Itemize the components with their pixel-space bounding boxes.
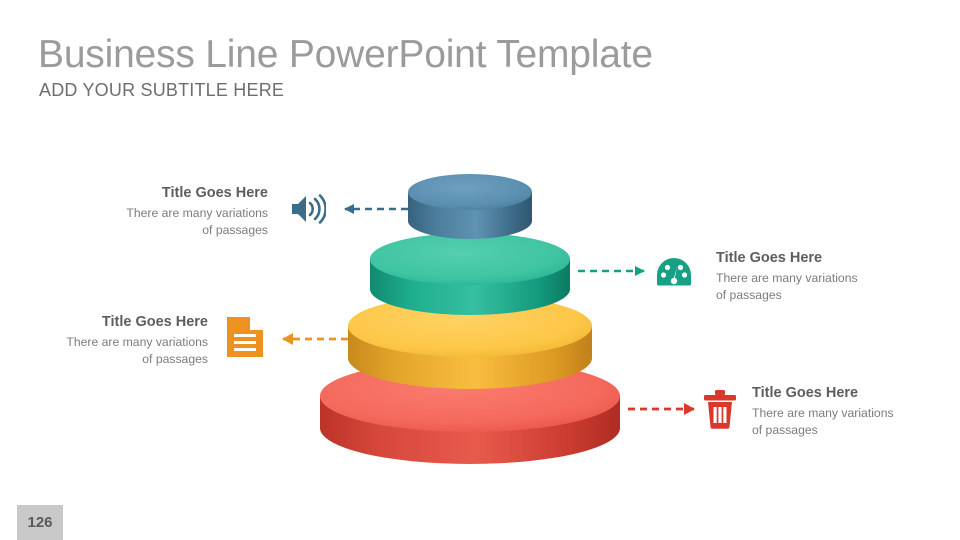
- callout-3[interactable]: Title Goes Here There are many variation…: [0, 313, 208, 369]
- callout-1-body-line1: There are many variations: [126, 206, 268, 221]
- page-number-badge: 126: [17, 505, 63, 540]
- callout-2-body: There are many variations of passages: [716, 270, 936, 305]
- callout-3-body-line2: of passages: [142, 352, 208, 367]
- cylinder-layer-green: [370, 233, 570, 315]
- callout-4-body-line1: There are many variations: [752, 406, 894, 421]
- connector-arrow-blue: [344, 204, 408, 214]
- callout-2-body-line1: There are many variations: [716, 271, 858, 286]
- callout-4-title: Title Goes Here: [752, 385, 859, 401]
- callout-3-title: Title Goes Here: [101, 314, 208, 330]
- cylinder-layer-blue: [408, 174, 532, 239]
- callout-3-body: There are many variations of passages: [0, 334, 208, 369]
- page-subtitle: ADD YOUR SUBTITLE HERE: [39, 80, 285, 100]
- callout-4-body: There are many variations of passages: [752, 405, 960, 440]
- connector-arrow-red: [628, 403, 695, 415]
- connector-arrow-orange: [282, 333, 348, 345]
- callout-3-body-line1: There are many variations: [66, 335, 208, 350]
- callout-1[interactable]: Title Goes Here There are many variation…: [60, 184, 268, 240]
- page-title: Business Line PowerPoint Template: [38, 33, 653, 76]
- document-icon[interactable]: [225, 315, 265, 359]
- page-number-text: 126: [27, 514, 53, 531]
- callout-1-body: There are many variations of passages: [60, 205, 268, 240]
- gauge-icon[interactable]: [654, 254, 694, 290]
- callout-2-body-line2: of passages: [716, 288, 782, 303]
- speaker-icon[interactable]: [288, 192, 326, 226]
- cylinder-layer-yellow: [348, 295, 592, 389]
- cylinder-layer-red: [320, 360, 620, 464]
- callout-2[interactable]: Title Goes Here There are many variation…: [716, 249, 936, 305]
- callout-2-title: Title Goes Here: [716, 250, 823, 266]
- callout-4-body-line2: of passages: [752, 423, 818, 438]
- connector-arrow-green: [578, 266, 645, 276]
- callout-4[interactable]: Title Goes Here There are many variation…: [752, 384, 960, 440]
- callout-1-title: Title Goes Here: [161, 185, 268, 201]
- trash-icon[interactable]: [702, 388, 738, 430]
- callout-1-body-line2: of passages: [202, 223, 268, 238]
